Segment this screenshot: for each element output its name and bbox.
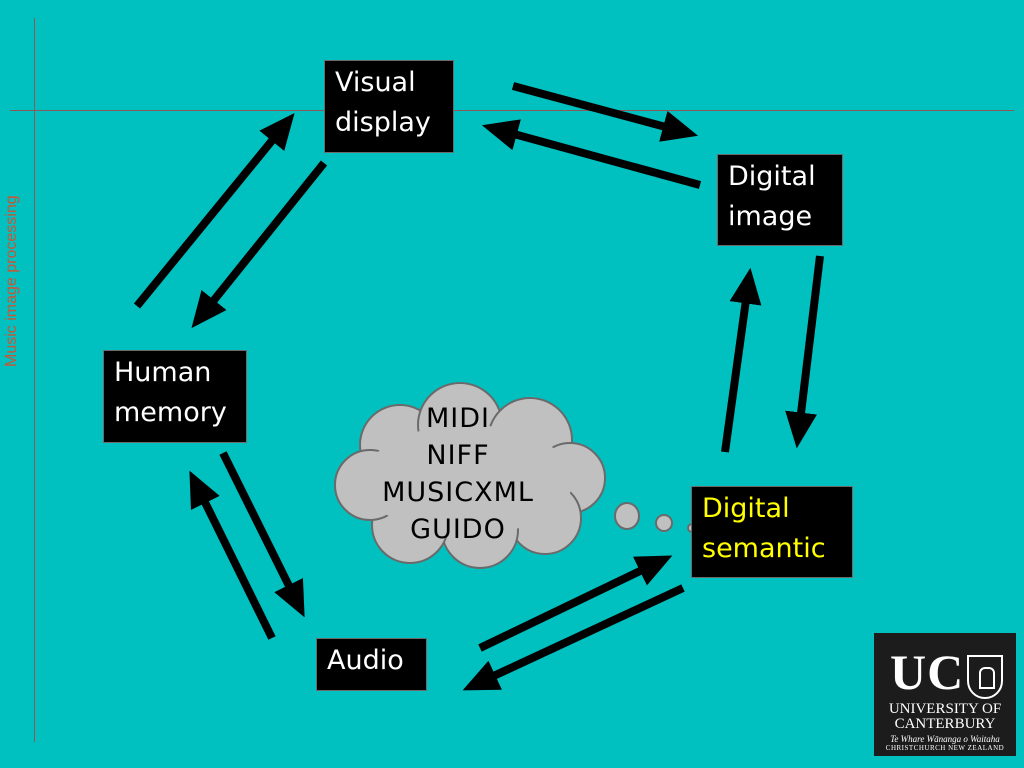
node-human-memory: Human memory	[103, 350, 247, 443]
node-digital-semantic-line2: semantic	[702, 533, 826, 564]
node-human-memory-line2: memory	[114, 397, 227, 428]
arrow-human-to-visual	[133, 112, 295, 309]
node-audio: Audio	[316, 638, 427, 691]
node-digital-semantic-line1: Digital	[702, 493, 790, 524]
logo-line4: CHRISTCHURCH NEW ZEALAND	[885, 744, 1005, 752]
university-logo: UC UNIVERSITY OF CANTERBURY Te Whare Wān…	[874, 633, 1016, 756]
node-digital-image-line2: image	[728, 201, 813, 232]
node-visual-display-line2: display	[335, 107, 431, 138]
arrow-audio-to-semantic	[478, 555, 673, 652]
thought-cloud	[334, 382, 606, 569]
logo-line2: CANTERBURY	[894, 716, 996, 732]
arrow-semantic-to-audio	[462, 584, 685, 691]
arrow-semantic-to-digital-image	[721, 267, 762, 453]
format-niff: NIFF	[426, 440, 490, 471]
thought-bubbles	[614, 502, 697, 533]
logo-line1: UNIVERSITY OF	[888, 701, 1002, 717]
node-visual-display: Visual display	[324, 60, 454, 153]
node-digital-semantic: Digital semantic	[691, 486, 853, 578]
crest-icon	[967, 655, 1003, 699]
node-digital-image-line1: Digital	[728, 161, 816, 192]
cloud-formats: MIDI NIFF MUSICXML GUIDO	[350, 400, 566, 548]
node-digital-image: Digital image	[717, 154, 843, 246]
horizontal-rule	[10, 110, 1014, 111]
node-audio-label: Audio	[327, 645, 404, 676]
format-musicxml: MUSICXML	[382, 477, 534, 508]
arrow-visual-to-human	[191, 160, 328, 329]
arrow-visual-to-digital-image	[511, 82, 699, 142]
logo-line3: Te Whare Wānanga o Waitaha	[890, 734, 1000, 744]
arrow-digital-image-to-visual	[481, 119, 702, 189]
vertical-rule	[34, 18, 35, 742]
format-midi: MIDI	[425, 403, 490, 434]
arrow-digital-image-to-semantic	[785, 255, 824, 449]
arrow-human-to-audio	[219, 451, 305, 618]
node-visual-display-line1: Visual	[335, 67, 416, 98]
logo-mark: UC	[890, 644, 965, 700]
format-guido: GUIDO	[410, 514, 506, 545]
arrow-audio-to-human	[189, 470, 276, 640]
node-human-memory-line1: Human	[114, 357, 212, 388]
